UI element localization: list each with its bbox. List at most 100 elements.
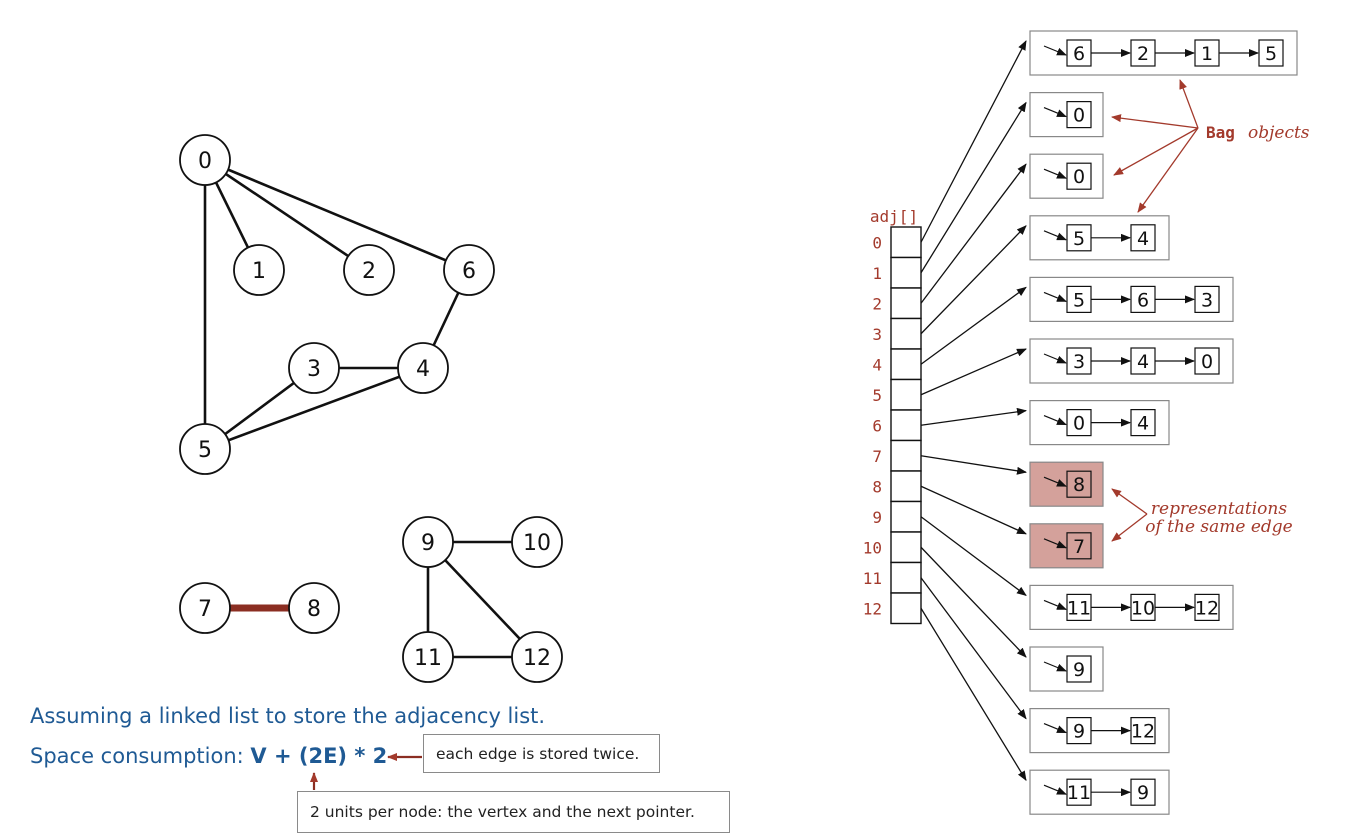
adj-index-5: 5 bbox=[872, 386, 882, 405]
bag-node bbox=[1066, 285, 1092, 313]
vertex-6: 6 bbox=[443, 244, 495, 296]
adj-index-12: 12 bbox=[863, 599, 882, 618]
bag-node bbox=[1066, 224, 1092, 252]
bag-2: 0 bbox=[1029, 153, 1104, 199]
vertex-label: 12 bbox=[523, 646, 551, 671]
vertex-label: 11 bbox=[414, 646, 442, 671]
bag-node-value: 12 bbox=[1131, 721, 1155, 743]
vertex-label: 4 bbox=[416, 357, 430, 382]
adj-cell-10 bbox=[890, 531, 922, 564]
bag-node-value: 0 bbox=[1073, 413, 1085, 435]
bag-node bbox=[1194, 285, 1220, 313]
bag-node-value: 5 bbox=[1073, 289, 1085, 311]
adj-pointer-9 bbox=[920, 516, 1027, 596]
bag-node-value: 9 bbox=[1137, 782, 1149, 804]
bag-node bbox=[1066, 778, 1092, 806]
adj-pointer-3 bbox=[920, 225, 1027, 335]
vertex-label: 2 bbox=[362, 259, 376, 284]
bag-node-value: 11 bbox=[1067, 782, 1091, 804]
vertex-label: 8 bbox=[307, 597, 321, 622]
adj-index-6: 6 bbox=[872, 416, 882, 435]
vertex-circle bbox=[288, 582, 340, 634]
vertex-circle bbox=[179, 134, 231, 186]
vertex-9: 9 bbox=[402, 516, 454, 568]
bag-first-pointer bbox=[1043, 415, 1067, 426]
bag-mono-text: Bag bbox=[1206, 123, 1235, 142]
vertex-label: 9 bbox=[421, 531, 435, 556]
vertex-circle bbox=[402, 516, 454, 568]
bag-node-value: 12 bbox=[1195, 597, 1219, 619]
bag-node bbox=[1066, 470, 1092, 498]
graph-edge-0-2 bbox=[204, 158, 370, 272]
adj-pointer-5 bbox=[920, 348, 1027, 396]
vertex-8: 8 bbox=[288, 582, 340, 634]
adj-cell-6 bbox=[890, 409, 922, 442]
adj-index-2: 2 bbox=[872, 294, 882, 313]
vertex-label: 0 bbox=[198, 149, 212, 174]
vertex-circle bbox=[179, 423, 231, 475]
vertex-label: 7 bbox=[198, 597, 212, 622]
bag-first-pointer bbox=[1043, 599, 1067, 610]
bag-node bbox=[1066, 100, 1092, 129]
graph-edge-0-6 bbox=[204, 158, 470, 272]
bag-objects-label: Bag objects bbox=[1206, 123, 1310, 143]
bag-node-value: 10 bbox=[1131, 597, 1155, 619]
bag-node bbox=[1130, 224, 1156, 252]
adj-index-9: 9 bbox=[872, 508, 882, 527]
adj-pointers bbox=[920, 40, 1027, 782]
bag-node bbox=[1130, 778, 1156, 806]
adj-pointer-6 bbox=[920, 407, 1027, 426]
graph-edge-9-12 bbox=[427, 541, 538, 658]
bag-first-pointer bbox=[1043, 353, 1067, 364]
bag-node bbox=[1066, 655, 1092, 683]
caption-space-prefix: Space consumption: bbox=[30, 744, 251, 768]
annotations: Bag objects representations of the same … bbox=[310, 79, 1310, 790]
vertex-circle bbox=[443, 244, 495, 296]
vertex-circle bbox=[511, 631, 563, 683]
bag-node-value: 4 bbox=[1137, 351, 1149, 373]
vertex-11: 11 bbox=[402, 631, 454, 683]
adj-cell-5 bbox=[890, 378, 922, 411]
adj-pointer-12 bbox=[920, 607, 1027, 782]
vertex-label: 10 bbox=[523, 531, 551, 556]
bag-node bbox=[1066, 716, 1092, 745]
adj-cell-8 bbox=[890, 470, 922, 503]
vertex-4: 4 bbox=[397, 342, 449, 394]
bag-node-value: 6 bbox=[1073, 43, 1085, 65]
vertex-circle bbox=[402, 631, 454, 683]
vertex-circle bbox=[179, 582, 231, 634]
adj-cell-0 bbox=[890, 226, 922, 259]
adj-index-11: 11 bbox=[863, 569, 882, 588]
bag-node bbox=[1258, 39, 1284, 67]
adj-index-10: 10 bbox=[863, 538, 882, 557]
bag-first-pointer bbox=[1043, 230, 1067, 241]
bag-node bbox=[1130, 347, 1156, 375]
graph-edge-4-5 bbox=[204, 366, 424, 451]
vertex-5: 5 bbox=[179, 423, 231, 475]
bag-first-pointer bbox=[1043, 784, 1067, 795]
bag-node-value: 1 bbox=[1201, 43, 1213, 65]
bag-first-pointer bbox=[1043, 723, 1067, 734]
adj-cell-2 bbox=[890, 287, 922, 320]
bag-node-value: 8 bbox=[1073, 474, 1085, 496]
adj-pointer-0 bbox=[920, 40, 1027, 243]
caption-space: Space consumption: V + (2E) * 2 bbox=[30, 744, 387, 768]
bag-first-pointer bbox=[1043, 476, 1067, 487]
bag-node bbox=[1066, 162, 1092, 190]
bag-1: 0 bbox=[1029, 91, 1104, 138]
vertex-label: 5 bbox=[198, 438, 212, 463]
bag-node-value: 0 bbox=[1073, 166, 1085, 188]
callout-units-per-node: 2 units per node: the vertex and the nex… bbox=[297, 791, 730, 833]
caption-space-formula: V + (2E) * 2 bbox=[250, 744, 388, 768]
bag-italic-text: objects bbox=[1248, 123, 1310, 143]
adj-index-7: 7 bbox=[872, 447, 882, 466]
vertex-circle bbox=[397, 342, 449, 394]
vertex-12: 12 bbox=[511, 631, 563, 683]
bag-node bbox=[1130, 716, 1156, 745]
adj-cell-1 bbox=[890, 256, 922, 289]
